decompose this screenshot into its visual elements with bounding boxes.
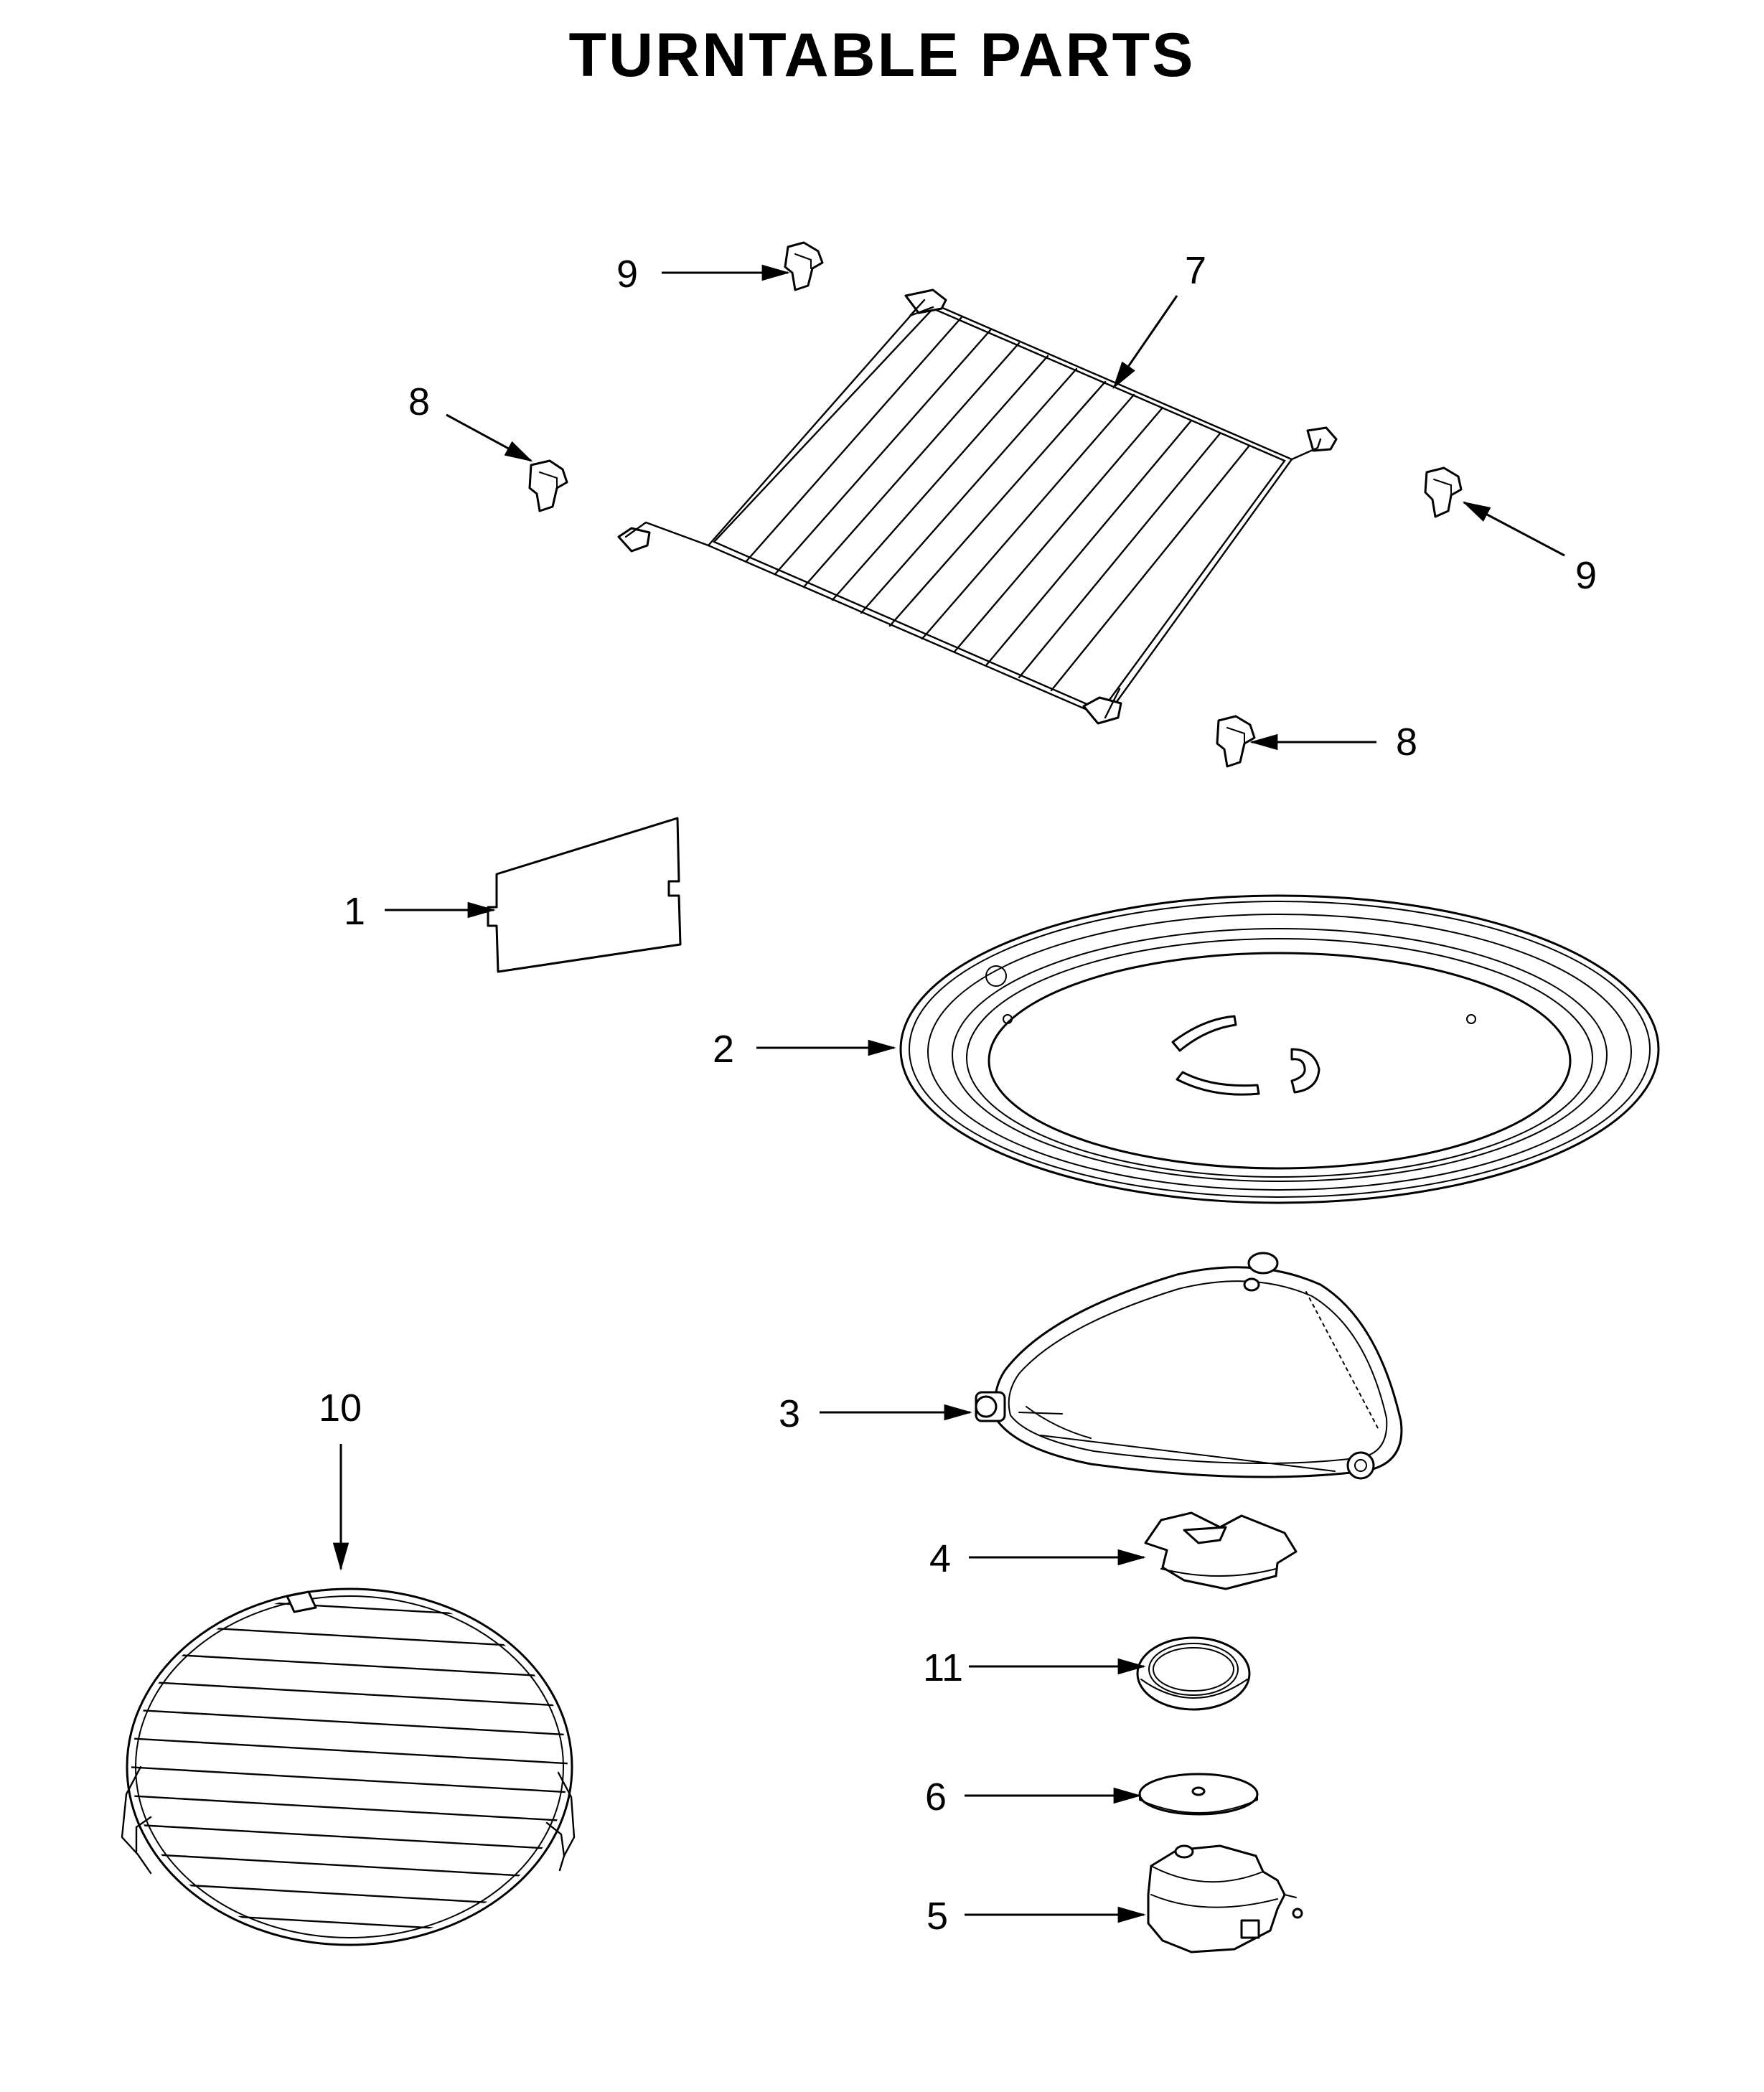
part-9-support-right xyxy=(1424,466,1463,518)
callout-9-top: 9 xyxy=(616,253,638,296)
callout-10: 10 xyxy=(319,1387,362,1430)
callout-11: 11 xyxy=(923,1646,963,1689)
roller-right xyxy=(1346,1451,1375,1480)
part-2-glass-tray xyxy=(899,894,1660,1204)
part-5-motor xyxy=(1147,1844,1303,1953)
callout-8-left: 8 xyxy=(408,380,430,423)
callout-8-bottom: 8 xyxy=(1396,721,1417,764)
callout-1: 1 xyxy=(344,890,365,933)
callout-3: 3 xyxy=(779,1392,800,1435)
callout-leaders xyxy=(332,264,1565,1923)
page-title: TURNTABLE PARTS xyxy=(568,21,1196,90)
part-6-disc xyxy=(1138,1773,1259,1816)
part-9-support-top xyxy=(784,241,824,291)
callout-9-right: 9 xyxy=(1575,554,1597,597)
callout-4: 4 xyxy=(929,1537,951,1580)
callout-7: 7 xyxy=(1185,249,1206,292)
part-11-ring xyxy=(1136,1636,1251,1711)
part-8-support-bottom xyxy=(1216,715,1256,768)
part-4-coupler xyxy=(1144,1511,1298,1590)
callout-6: 6 xyxy=(925,1776,947,1819)
part-8-support-left xyxy=(528,459,568,512)
callout-2: 2 xyxy=(713,1028,734,1071)
part-1-cover-plate xyxy=(487,817,682,973)
part-7-wire-shelf xyxy=(617,289,1338,725)
roller-left xyxy=(975,1391,1006,1422)
callout-5: 5 xyxy=(926,1895,948,1938)
part-10-round-rack xyxy=(121,1587,576,1946)
part-3-roller-ring xyxy=(975,1252,1403,1480)
callout-numbers: 9 7 8 9 8 1 2 3 4 11 6 5 10 xyxy=(319,249,1597,1938)
roller-top xyxy=(1243,1252,1279,1292)
